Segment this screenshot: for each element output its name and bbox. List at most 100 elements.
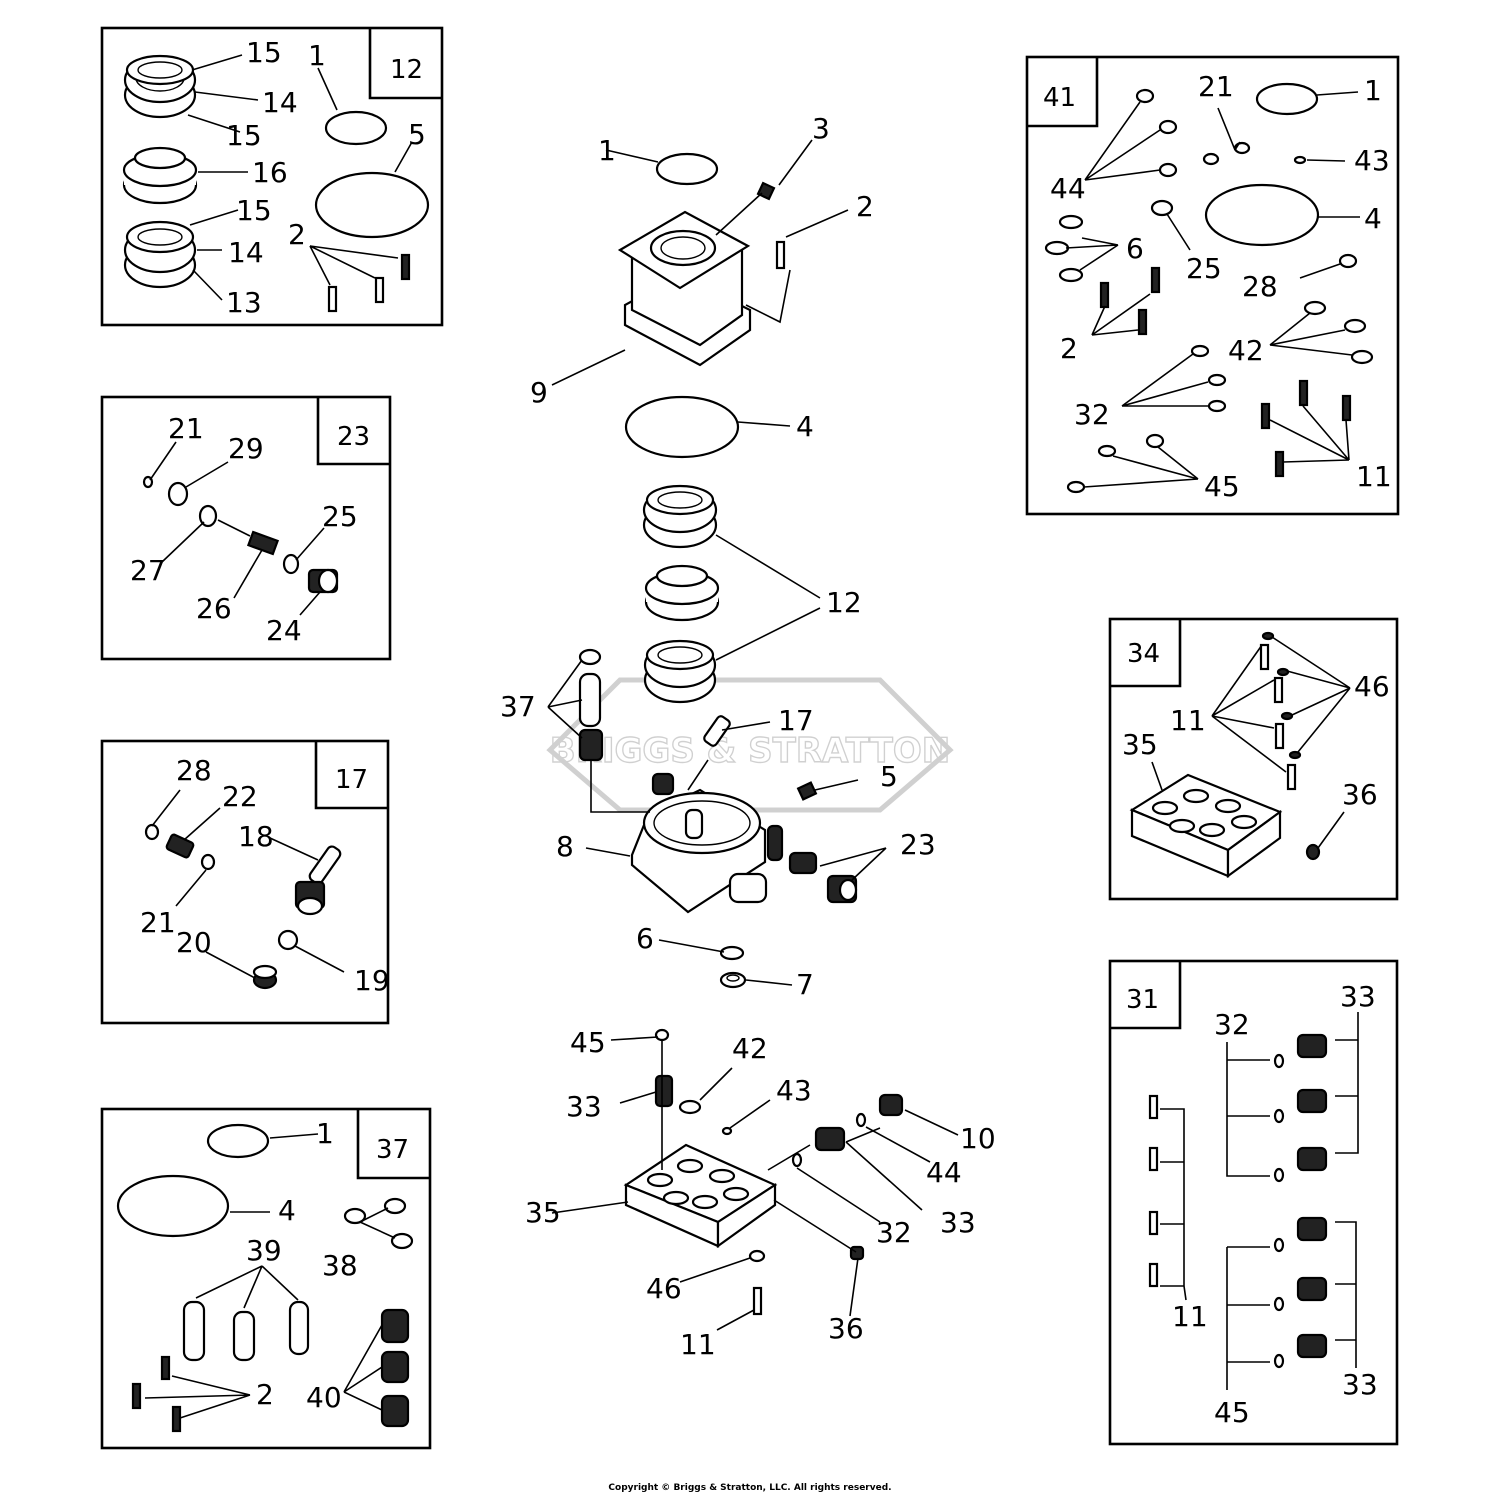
seal-icon — [1044, 214, 1374, 365]
callout-label: 39 — [246, 1234, 282, 1267]
manifold-icon — [623, 1143, 778, 1249]
plug-icon — [756, 181, 776, 201]
callout-label: 33 — [566, 1090, 602, 1123]
seal-icon — [343, 1197, 414, 1250]
main-assembly: 1 3 2 9 4 12 37 17 5 8 23 6 7 45 42 43 3… — [500, 112, 996, 1361]
bushing-icon — [122, 146, 198, 205]
spring-icon — [578, 728, 604, 762]
o-ring-icon — [282, 553, 300, 575]
kit-37-panel: 37 1 4 39 38 2 40 — [100, 1107, 432, 1450]
fitting-icon — [703, 715, 731, 747]
callout-label: 6 — [1126, 232, 1144, 265]
nut-icon — [1305, 843, 1321, 861]
callout-label: 4 — [1364, 202, 1382, 235]
washer-icon — [748, 1249, 766, 1263]
callout-label: 32 — [1214, 1008, 1250, 1041]
piston-icon — [578, 672, 602, 728]
callout-label: 32 — [876, 1216, 912, 1249]
seat-icon — [252, 964, 278, 990]
callout-label: 42 — [732, 1032, 768, 1065]
bearing-icon — [642, 484, 718, 549]
pump-head-icon — [630, 772, 784, 914]
callout-label: 46 — [1354, 670, 1390, 703]
callout-label: 7 — [796, 968, 814, 1001]
callout-label: 16 — [252, 156, 288, 189]
callout-label: 45 — [570, 1026, 606, 1059]
kit-23-panel: 23 21 29 27 26 25 24 — [100, 395, 392, 661]
callout-label: 2 — [256, 1378, 274, 1411]
valve-cartridge-icon — [654, 1074, 674, 1108]
callout-label: 28 — [176, 754, 212, 787]
callout-label: 14 — [228, 236, 264, 269]
valve-icon — [167, 481, 189, 507]
valve-cartridge-icon — [814, 1126, 846, 1152]
fitting-icon — [796, 781, 818, 801]
kit-31-id: 31 — [1126, 985, 1159, 1015]
callout-label: 36 — [828, 1312, 864, 1345]
callout-label: 25 — [1186, 252, 1222, 285]
callout-label: 40 — [306, 1381, 342, 1414]
o-ring-icon — [1066, 88, 1358, 494]
kit-12-id: 12 — [390, 55, 423, 85]
callout-label: 13 — [226, 286, 262, 319]
o-ring-icon — [791, 1152, 803, 1168]
callout-label: 46 — [646, 1272, 682, 1305]
callout-label: 19 — [354, 964, 390, 997]
cap-icon — [719, 971, 747, 989]
callout-label: 5 — [408, 118, 426, 151]
watermark-text: BRIGGS & STRATTON — [550, 731, 950, 771]
callout-label: 42 — [1228, 334, 1264, 367]
callout-label: 15 — [236, 194, 272, 227]
callout-label: 1 — [1364, 74, 1382, 107]
seal-icon — [678, 1099, 702, 1115]
callout-label: 11 — [1170, 704, 1206, 737]
callout-label: 9 — [530, 376, 548, 409]
callout-label: 5 — [880, 760, 898, 793]
kit-17-panel: 17 28 22 21 18 20 19 — [100, 739, 390, 1025]
callout-label: 11 — [680, 1328, 716, 1361]
o-ring-icon — [855, 1112, 867, 1128]
spring-icon — [380, 1308, 410, 1428]
callout-label: 1 — [308, 39, 326, 72]
callout-label: 4 — [278, 1194, 296, 1227]
o-ring-small-icon — [655, 152, 719, 186]
o-ring-small-icon — [324, 110, 388, 146]
nut-icon — [849, 1245, 865, 1261]
kit-23-id: 23 — [337, 422, 370, 452]
callout-label: 33 — [1342, 1368, 1378, 1401]
kit-41-panel: 41 21 1 43 44 6 25 4 28 2 42 32 11 — [1025, 55, 1400, 516]
callout-label: 25 — [322, 500, 358, 533]
callout-label: 2 — [1060, 332, 1078, 365]
o-ring-icon — [1273, 1053, 1285, 1369]
callout-label: 37 — [500, 690, 536, 723]
callout-label: 33 — [940, 1206, 976, 1239]
o-ring-icon — [200, 853, 216, 871]
callout-label: 11 — [1356, 460, 1392, 493]
plug-icon — [878, 1093, 904, 1117]
callout-label: 14 — [262, 86, 298, 119]
callout-label: 45 — [1204, 470, 1240, 503]
screw-icon — [327, 253, 411, 313]
watermark-logo: BRIGGS & STRATTON — [546, 677, 954, 813]
callout-label: 36 — [1342, 778, 1378, 811]
callout-label: 20 — [176, 926, 212, 959]
kit-37-id: 37 — [376, 1135, 409, 1165]
callout-label: 44 — [926, 1156, 962, 1189]
callout-label: 15 — [246, 36, 282, 69]
o-ring-large-icon — [116, 1174, 230, 1238]
callout-label: 1 — [316, 1117, 334, 1150]
callout-label: 32 — [1074, 398, 1110, 431]
screw-icon — [775, 240, 786, 270]
callout-label: 44 — [1050, 172, 1086, 205]
callout-label: 10 — [960, 1122, 996, 1155]
callout-label: 21 — [140, 906, 176, 939]
callout-label: 22 — [222, 780, 258, 813]
kit-31-panel: 31 32 33 11 33 45 — [1108, 959, 1399, 1446]
bearing-icon — [643, 639, 717, 704]
bushing-icon — [644, 564, 720, 622]
bearing-icon — [123, 220, 197, 289]
kit-17-id: 17 — [335, 765, 368, 795]
crankcase-icon — [617, 210, 752, 367]
screw-icon — [1259, 643, 1297, 791]
